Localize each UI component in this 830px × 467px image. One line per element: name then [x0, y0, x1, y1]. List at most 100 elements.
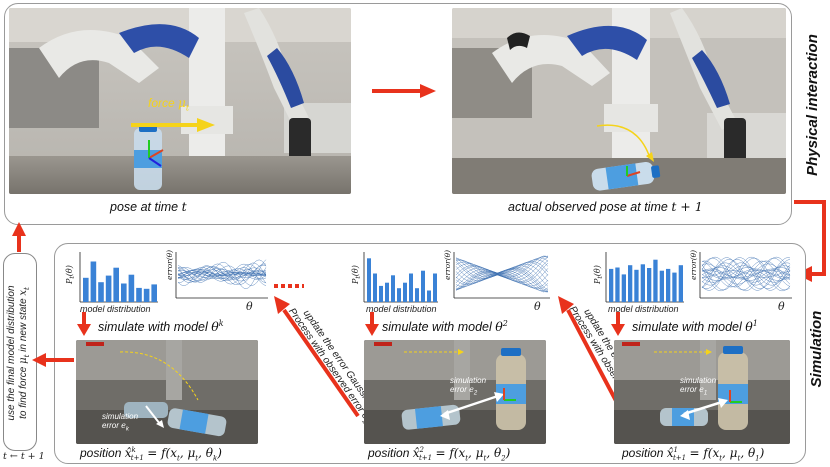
error-sample-curve	[455, 263, 549, 287]
error-plot-model-1: error(θ) θ	[689, 250, 792, 313]
histogram-bar	[628, 265, 633, 302]
caption-pose-at-time-t: pose at time t	[110, 199, 187, 214]
error-sample-curve	[177, 263, 267, 285]
column-model-2: Pt(θ) model distribution error(θ) θ simu…	[350, 250, 560, 462]
histogram-bar	[640, 264, 645, 302]
arrow-down-2	[365, 312, 379, 336]
error-sample-curve	[455, 262, 549, 286]
error-sample-curve	[455, 268, 549, 292]
dist-label-1: model distribution	[608, 304, 679, 314]
histogram-bar	[409, 273, 413, 302]
histogram-model-1: Pt(θ)	[593, 252, 684, 303]
error-sample-curve	[701, 268, 791, 280]
dist-label-2: model distribution	[366, 304, 437, 314]
arrow-up-to-physical	[12, 222, 26, 252]
error-sample-curve	[701, 257, 791, 291]
theta-label-2: θ	[534, 300, 541, 313]
histogram-bar	[421, 270, 425, 302]
error-sample-curve	[455, 269, 549, 293]
histogram-bar	[143, 288, 150, 302]
error-sample-curve	[701, 265, 791, 283]
error-sample-curve	[455, 257, 549, 281]
histogram-bar	[666, 268, 671, 302]
error-sample-curve	[701, 270, 791, 278]
histogram-bar	[615, 267, 620, 302]
histogram-bar	[128, 274, 135, 302]
error-sample-curve	[701, 257, 791, 291]
arrow-simk-to-note	[32, 353, 74, 367]
histogram-bar	[427, 290, 431, 302]
error-sample-curve	[455, 261, 549, 285]
histogram-bar	[659, 270, 664, 302]
histogram-bar	[647, 268, 652, 302]
histogram-model-2: Pt(θ)	[351, 252, 438, 303]
histogram-bar	[653, 259, 658, 302]
histogram-bar	[415, 288, 419, 302]
histogram-bar	[385, 282, 389, 302]
error-sample-curve	[701, 259, 791, 289]
histogram-model-k: Pt(θ)	[65, 252, 158, 303]
histogram-bar	[113, 267, 119, 302]
histogram-bar	[90, 261, 97, 302]
hist-y-axis-k: Pt(θ)	[65, 265, 76, 285]
error-sample-curve	[177, 270, 267, 277]
error-sample-curve	[701, 257, 791, 291]
simulate-label-1: simulate with model θ1	[632, 319, 758, 335]
error-sample-curve	[701, 260, 791, 288]
error-sample-curve	[177, 271, 267, 278]
histogram-bar	[403, 282, 407, 302]
final-model-note-box	[3, 253, 37, 451]
photo-observed-pose-at-t-plus-1	[452, 8, 786, 194]
error-sample-curve	[177, 267, 267, 284]
sim-error-label-k: simulation error ek	[102, 412, 139, 433]
histogram-bar	[105, 275, 112, 302]
histogram-bar	[634, 269, 639, 302]
sim-error-label-1: simulation error e1	[680, 376, 717, 397]
hist-y-axis-2: Pt(θ)	[351, 265, 362, 285]
sim-error-label-2: simulation error e2	[450, 376, 487, 397]
side-title-simulation: Simulation	[808, 310, 825, 388]
histogram-bar	[98, 282, 104, 302]
dist-label-k: model distribution	[80, 304, 151, 314]
histogram-bar	[397, 288, 401, 302]
histogram-bar	[621, 274, 626, 302]
sim-image-model-k	[76, 340, 258, 444]
histogram-bar	[609, 268, 614, 302]
arrow-update-2-to-k	[274, 296, 360, 418]
sim-image-model-2	[364, 340, 546, 444]
force-label: force μt	[148, 96, 190, 113]
histogram-bar	[433, 273, 437, 302]
hist-y-axis-1: Pt(θ)	[593, 265, 604, 285]
time-update-label: t ← t + 1	[3, 451, 45, 462]
err-axis-1: error(θ)	[689, 250, 698, 280]
final-model-note: use the final model distribution to find…	[6, 285, 31, 421]
histogram-bar	[379, 285, 383, 302]
histogram-bar	[678, 265, 683, 302]
histogram-bar	[136, 287, 142, 302]
err-axis-2: error(θ)	[443, 250, 452, 280]
error-sample-curve	[455, 266, 549, 290]
error-sample-curve	[177, 264, 267, 284]
error-sample-curve	[701, 262, 791, 286]
sim-image-model-1	[614, 340, 790, 444]
side-title-physical-interaction: Physical interaction	[804, 34, 821, 176]
histogram-bar	[391, 275, 395, 302]
histogram-bar	[367, 258, 371, 302]
error-sample-curve	[701, 270, 791, 278]
error-sample-curve	[701, 267, 791, 281]
histogram-bar	[83, 277, 89, 302]
histogram-bar	[373, 273, 377, 302]
error-sample-curve	[701, 270, 791, 278]
error-sample-curve	[455, 255, 549, 280]
arrow-down-1	[611, 312, 625, 336]
ellipsis-more-models	[274, 284, 304, 288]
column-model-k: Pt(θ) model distribution error(θ) θ simu…	[62, 250, 272, 462]
error-sample-curve	[455, 265, 549, 289]
error-sample-curve	[177, 259, 267, 289]
position-label-k: position x̂kt+1 = f(xt, μt, θk)	[80, 446, 222, 463]
error-plot-model-k: error(θ) θ	[165, 250, 268, 313]
error-sample-curve	[701, 263, 791, 285]
error-sample-curve	[177, 262, 267, 285]
theta-label-k: θ	[246, 300, 253, 313]
err-axis-k: error(θ)	[165, 250, 174, 280]
